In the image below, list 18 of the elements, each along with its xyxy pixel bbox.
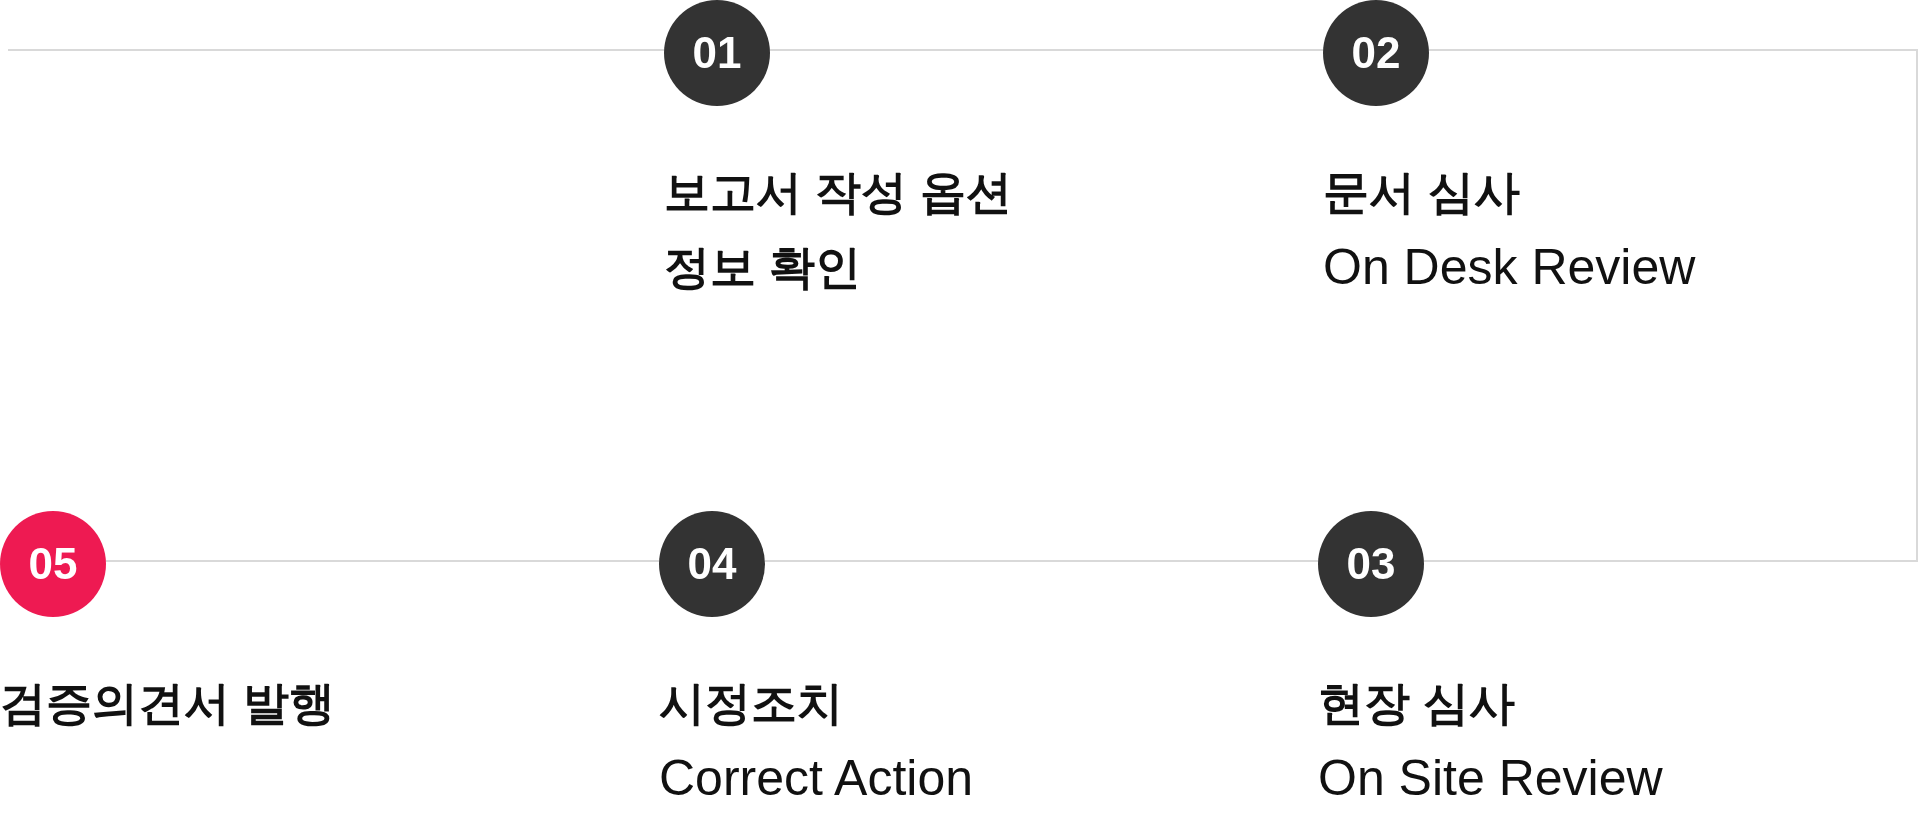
step-number: 04 xyxy=(687,542,737,586)
step-title: 현장 심사 xyxy=(1318,676,1515,731)
connector-line xyxy=(104,560,661,562)
step-title: 문서 심사 xyxy=(1323,165,1520,220)
connector-line xyxy=(763,560,1320,562)
step-title: 시정조치 xyxy=(659,676,843,731)
step-title: 보고서 작성 옵션 정보 확인 xyxy=(664,165,1013,295)
step-number: 02 xyxy=(1351,31,1401,75)
connector-line xyxy=(1422,49,1918,562)
step-number: 05 xyxy=(28,542,78,586)
step-subtitle: Correct Action xyxy=(659,749,973,808)
connector-line xyxy=(768,49,1325,51)
step-subtitle: On Site Review xyxy=(1318,749,1663,808)
step-number: 03 xyxy=(1346,542,1396,586)
connector-line xyxy=(7,49,666,51)
step-title: 검증의견서 발행 xyxy=(0,676,335,731)
step-number: 01 xyxy=(692,31,742,75)
step-subtitle: On Desk Review xyxy=(1323,238,1696,297)
